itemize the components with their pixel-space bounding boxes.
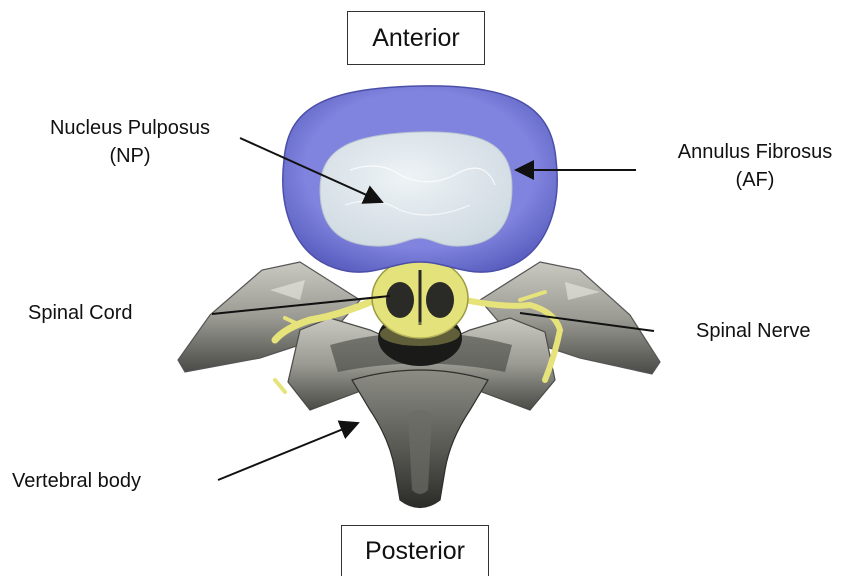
posterior-label: Posterior xyxy=(341,525,489,576)
intervertebral-disc xyxy=(283,86,557,272)
vertebral-body-label: Vertebral body xyxy=(12,467,141,495)
spinal-nerve-label: Spinal Nerve xyxy=(696,317,811,345)
spinal-cord-label: Spinal Cord xyxy=(28,299,133,327)
nucleus-pulposus-label: Nucleus Pulposus (NP) xyxy=(25,114,235,170)
annulus-fibrosus-label-line1: Annulus Fibrosus xyxy=(650,138,857,166)
spinal-cord xyxy=(372,258,468,366)
annulus-fibrosus-label-line2: (AF) xyxy=(650,166,857,194)
spinous-process xyxy=(352,370,488,508)
nucleus-pulposus-label-line2: (NP) xyxy=(25,142,235,170)
nucleus-pulposus-label-line1: Nucleus Pulposus xyxy=(25,114,235,142)
annulus-fibrosus-label: Annulus Fibrosus (AF) xyxy=(650,138,857,194)
vertebral-body-arrow xyxy=(218,423,358,480)
nucleus-pulposus xyxy=(320,132,512,246)
anterior-label: Anterior xyxy=(347,11,485,65)
